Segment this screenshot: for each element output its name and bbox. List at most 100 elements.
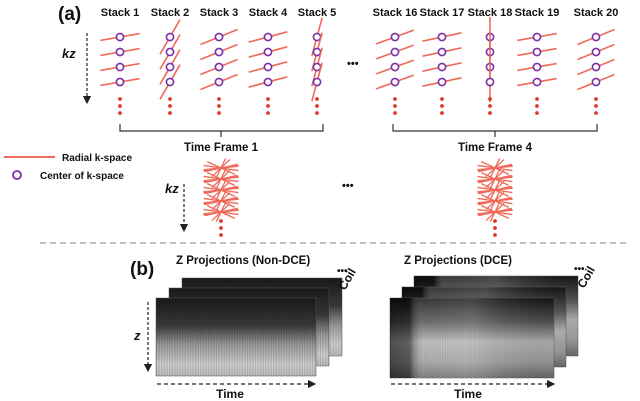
brace-time-frame-4 xyxy=(392,124,598,132)
radial-stack xyxy=(375,29,415,115)
continuation-dot xyxy=(315,97,319,101)
kspace-center-marker xyxy=(165,32,175,42)
continuation-dot xyxy=(393,104,397,108)
stack-label: Stack 20 xyxy=(574,7,619,19)
continuation-dot xyxy=(488,104,492,108)
kspace-center-marker xyxy=(263,62,273,72)
continuation-dot xyxy=(168,111,172,115)
stack-label: Stack 5 xyxy=(298,7,337,19)
stack-label: Stack 16 xyxy=(373,7,418,19)
legend-radial-label: Radial k-space xyxy=(62,153,132,164)
radial-spoke xyxy=(480,172,510,186)
kspace-center-marker xyxy=(312,77,322,87)
continuation-dot xyxy=(118,111,122,115)
time-frame-bundle xyxy=(203,158,239,237)
kspace-center-marker xyxy=(532,47,542,57)
kspace-center-marker xyxy=(115,77,125,87)
kspace-center-marker xyxy=(591,32,601,42)
continuation-dot xyxy=(594,111,598,115)
radial-spoke xyxy=(206,194,236,208)
continuation-dot xyxy=(168,104,172,108)
continuation-dot xyxy=(493,219,497,223)
continuation-dot xyxy=(217,97,221,101)
continuation-dot xyxy=(219,226,223,230)
kspace-center-marker xyxy=(591,77,601,87)
kz-label-bottom: kz xyxy=(165,181,179,196)
radial-stack xyxy=(200,28,238,115)
kspace-center-marker xyxy=(263,77,273,87)
radial-stack xyxy=(517,32,557,115)
kspace-center-marker xyxy=(437,47,447,57)
continuation-dot xyxy=(266,111,270,115)
panel-a-label: (a) xyxy=(58,4,81,25)
legend-center-marker xyxy=(12,170,22,180)
kspace-center-marker xyxy=(532,77,542,87)
stack-label: Stack 3 xyxy=(200,7,239,19)
continuation-dot xyxy=(535,111,539,115)
continuation-dot xyxy=(266,97,270,101)
kspace-center-marker xyxy=(532,62,542,72)
continuation-dot xyxy=(168,97,172,101)
kspace-center-marker xyxy=(437,32,447,42)
continuation-dot xyxy=(118,97,122,101)
kspace-center-marker xyxy=(115,32,125,42)
kspace-center-marker xyxy=(165,62,175,72)
time-frame-4-label: Time Frame 4 xyxy=(458,142,533,154)
radial-spoke xyxy=(206,172,236,186)
kspace-center-marker xyxy=(165,77,175,87)
continuation-dot xyxy=(493,226,497,230)
kspace-center-marker xyxy=(263,32,273,42)
continuation-dot xyxy=(219,233,223,237)
continuation-dot xyxy=(118,104,122,108)
kz-label-top: kz xyxy=(62,46,76,61)
continuation-dot xyxy=(440,97,444,101)
kspace-center-marker xyxy=(390,47,400,57)
kspace-center-marker xyxy=(485,77,495,87)
continuation-dot xyxy=(393,111,397,115)
continuation-dot xyxy=(217,111,221,115)
stack-label: Stack 18 xyxy=(468,7,513,19)
stack-label: Stack 19 xyxy=(515,7,560,19)
stack-label: Stack 4 xyxy=(249,7,288,19)
ellipsis-stacks: ••• xyxy=(347,58,359,70)
radial-stack xyxy=(577,28,615,115)
radial-spoke xyxy=(480,183,510,197)
stack-label: Stack 1 xyxy=(101,7,140,19)
brace-time-frame-1 xyxy=(119,124,324,132)
dce-projection-stack xyxy=(389,275,579,379)
ellipsis-frames: ••• xyxy=(342,180,354,192)
radial-spoke xyxy=(206,161,236,175)
continuation-dot xyxy=(493,233,497,237)
kspace-center-marker xyxy=(390,77,400,87)
continuation-dot xyxy=(594,97,598,101)
radial-stack xyxy=(100,32,140,115)
stack-label: Stack 2 xyxy=(151,7,190,19)
continuation-dot xyxy=(315,111,319,115)
stack-label: Stack 17 xyxy=(420,7,465,19)
continuation-dot xyxy=(535,97,539,101)
kspace-center-marker xyxy=(214,77,224,87)
time-label-left: Time xyxy=(216,387,244,401)
kspace-center-marker xyxy=(591,62,601,72)
coil-ellipsis-right: ••• xyxy=(574,264,585,275)
time-label-right: Time xyxy=(454,387,482,401)
time-frame-bundle xyxy=(477,158,513,237)
kspace-center-marker xyxy=(390,62,400,72)
kspace-center-marker xyxy=(165,47,175,57)
continuation-dot xyxy=(488,97,492,101)
panel-b-label: (b) xyxy=(130,259,154,280)
continuation-dot xyxy=(217,104,221,108)
radial-stack xyxy=(159,19,181,115)
kspace-center-marker xyxy=(591,47,601,57)
kspace-center-marker xyxy=(437,77,447,87)
continuation-dot xyxy=(488,111,492,115)
radial-stack xyxy=(248,31,288,115)
dce-title: Z Projections (DCE) xyxy=(404,255,512,267)
continuation-dot xyxy=(440,104,444,108)
legend-center-label: Center of k-space xyxy=(40,171,124,182)
continuation-dot xyxy=(393,97,397,101)
radial-stack xyxy=(485,17,495,115)
z-label: z xyxy=(133,328,141,343)
radial-stack xyxy=(311,17,323,115)
